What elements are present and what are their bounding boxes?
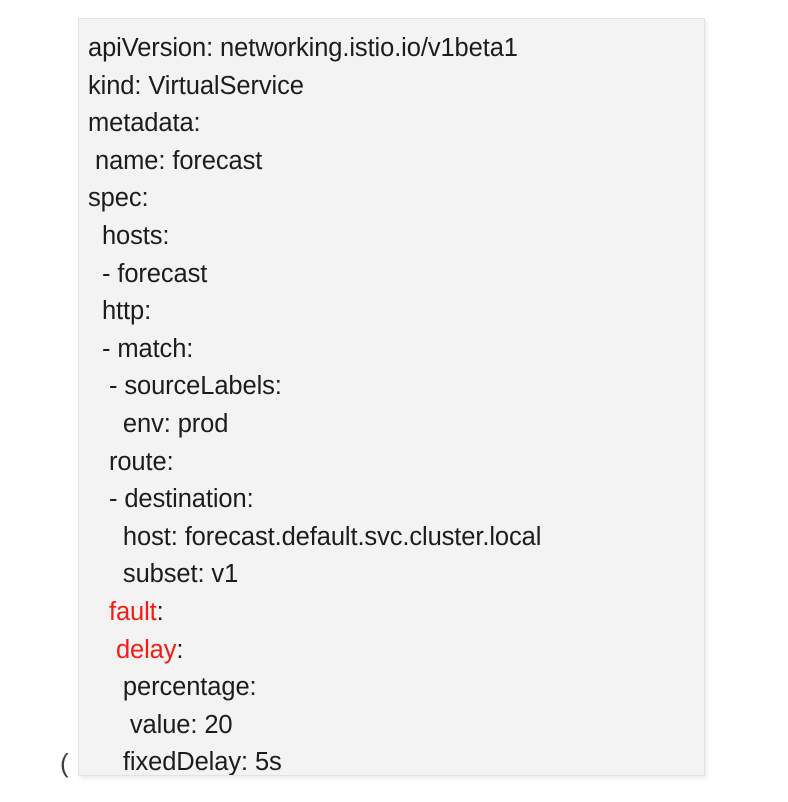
yaml-line-text: - destination:: [88, 485, 254, 514]
yaml-line: - sourceLabels:: [88, 368, 704, 406]
yaml-line: fixedDelay: 5s: [88, 744, 704, 776]
yaml-line-text: kind: VirtualService: [88, 71, 304, 100]
yaml-line: metadata:: [88, 105, 704, 143]
yaml-line-text: name: forecast: [88, 146, 263, 175]
yaml-code-panel: apiVersion: networking.istio.io/v1beta1 k…: [78, 18, 705, 776]
yaml-line-text: - sourceLabels:: [88, 372, 282, 401]
yaml-line-text: metadata:: [88, 109, 201, 138]
yaml-line-text: hosts:: [88, 221, 170, 250]
yaml-line-text: :: [176, 635, 184, 664]
yaml-key-highlighted: delay: [88, 635, 177, 664]
yaml-line-text: spec:: [88, 184, 149, 213]
yaml-line: - match:: [88, 331, 704, 369]
yaml-line: name: forecast: [88, 143, 704, 181]
yaml-line-text: fixedDelay: 5s: [88, 748, 282, 776]
yaml-line-text: http:: [88, 297, 152, 326]
yaml-line-text: percentage:: [88, 673, 257, 702]
yaml-line: - destination:: [88, 481, 704, 519]
yaml-line: delay:: [88, 632, 704, 670]
yaml-line: fault:: [88, 594, 704, 632]
yaml-line-text: subset: v1: [88, 560, 239, 589]
yaml-line: subset: v1: [88, 556, 704, 594]
yaml-line: env: prod: [88, 406, 704, 444]
yaml-line-text: env: prod: [88, 409, 229, 438]
yaml-line: http:: [88, 293, 704, 331]
yaml-line: hosts:: [88, 218, 704, 256]
yaml-line-text: - match:: [88, 334, 194, 363]
yaml-line-text: :: [156, 597, 164, 626]
yaml-line: value: 20: [88, 707, 704, 745]
yaml-code-block: apiVersion: networking.istio.io/v1beta1 k…: [88, 30, 704, 776]
yaml-line: kind: VirtualService: [88, 68, 704, 106]
yaml-key-highlighted: fault: [88, 597, 157, 626]
yaml-line: percentage:: [88, 669, 704, 707]
yaml-line: host: forecast.default.svc.cluster.local: [88, 519, 704, 557]
yaml-line-text: value: 20: [88, 710, 233, 739]
yaml-line: route:: [88, 444, 704, 482]
yaml-line-text: host: forecast.default.svc.cluster.local: [88, 522, 542, 551]
clipped-edge-glyph: (: [60, 748, 69, 778]
yaml-line: apiVersion: networking.istio.io/v1beta1: [88, 30, 704, 68]
yaml-line-text: route:: [88, 447, 174, 476]
yaml-line-text: apiVersion: networking.istio.io/v1beta1: [88, 34, 518, 62]
yaml-line: - forecast: [88, 256, 704, 294]
yaml-line: spec:: [88, 180, 704, 218]
yaml-line-text: - forecast: [88, 259, 208, 288]
